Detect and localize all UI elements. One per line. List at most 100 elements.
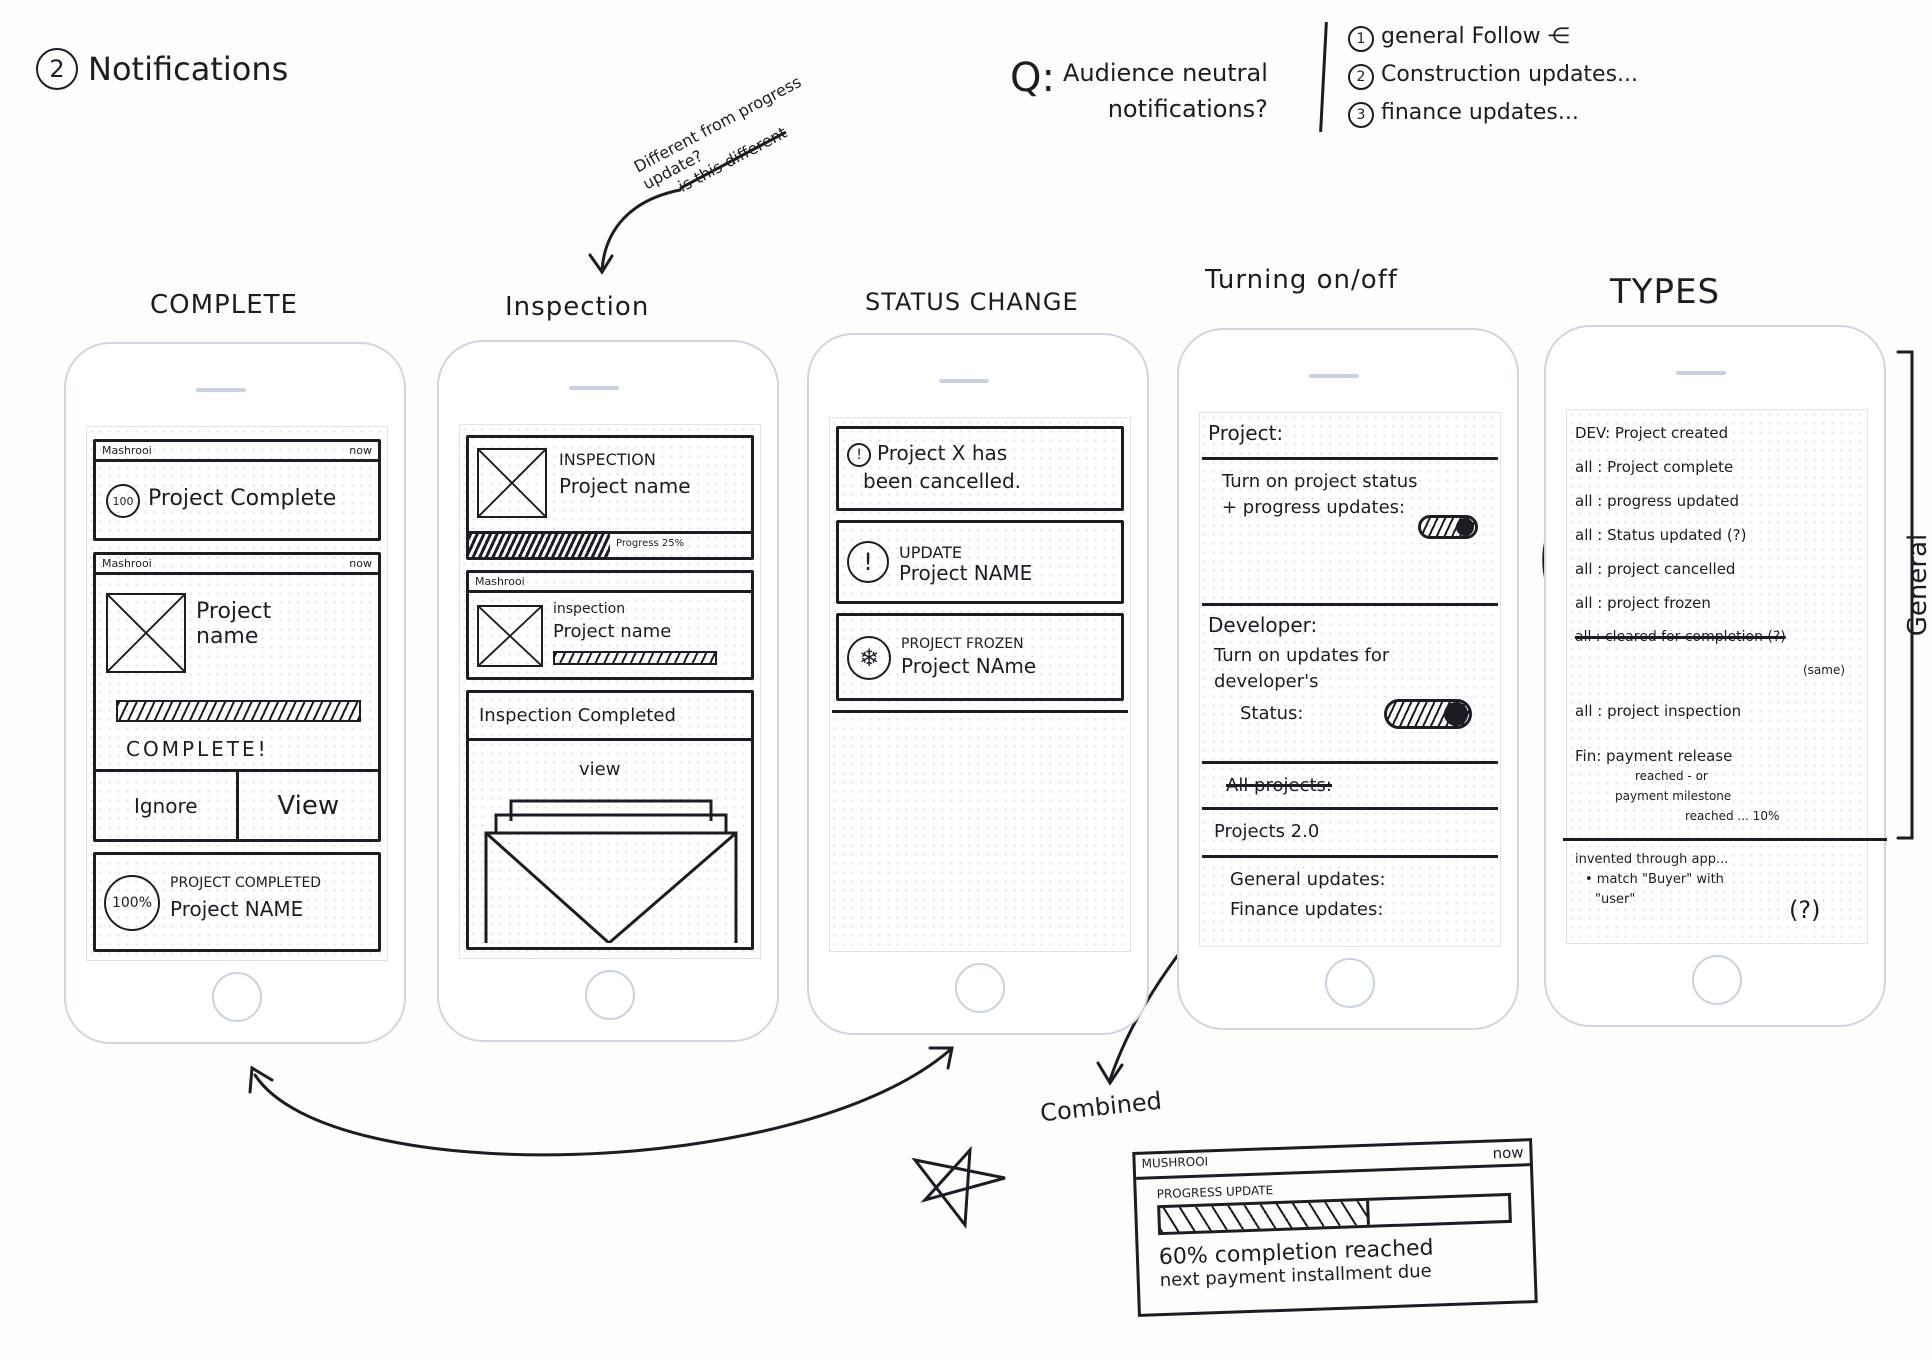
general-updates-label[interactable]: General updates: [1230, 869, 1386, 890]
footer-line: invented through app... [1575, 852, 1729, 867]
audience-item: 1 general Follow ⋲ [1348, 18, 1638, 56]
fin-line: Fin: payment release [1575, 747, 1733, 765]
phone-complete: Mashrooi now 100 Project Complete Mashroo… [64, 342, 406, 1044]
progress-label: Progress 25% [616, 538, 685, 549]
screen: INSPECTION Project name Progress 25% Mas… [459, 424, 761, 959]
section-header-project: Project: [1208, 421, 1284, 445]
notification-banner[interactable]: Mashrooi now 100 Project Complete [93, 439, 381, 541]
arrow-annotation-to-inspection [600, 188, 682, 272]
home-button[interactable] [1325, 958, 1375, 1008]
notification-label: inspection [553, 601, 626, 617]
phone-inspection: INSPECTION Project name Progress 25% Mas… [437, 340, 779, 1042]
section-header-projects-2: Projects 2.0 [1214, 821, 1320, 842]
text-line: Project X has [877, 441, 1008, 465]
arrowhead-icon [248, 1065, 274, 1094]
ignore-button[interactable]: Ignore [96, 772, 239, 839]
home-button[interactable] [1692, 955, 1742, 1005]
image-placeholder-icon [106, 593, 186, 673]
type-item: all : Project complete [1575, 458, 1734, 476]
project-name: Project name [559, 474, 691, 498]
page-title-text: Notifications [88, 50, 289, 88]
cancelled-banner[interactable]: ! Project X has been cancelled. [836, 426, 1124, 511]
arrowhead-icon [1096, 1061, 1124, 1086]
notification-label: INSPECTION [559, 450, 656, 469]
audience-list: 1 general Follow ⋲ 2 Construction update… [1348, 18, 1638, 132]
footer-line: • match "Buyer" with [1585, 872, 1724, 887]
timestamp: now [1492, 1143, 1524, 1163]
timestamp: now [349, 557, 372, 570]
types-list: DEV: Project created all : Project compl… [1575, 416, 1786, 654]
frozen-banner[interactable]: ❄ PROJECT FROZEN Project NAme [836, 613, 1124, 701]
card-title: Inspection Completed [469, 693, 751, 741]
question-note: Q: Audience neutral notifications? [1010, 55, 1268, 127]
notification-label: PROJECT COMPLETED [170, 875, 322, 891]
app-name: Mashrooi [102, 444, 152, 457]
inspection-completed-card[interactable]: Inspection Completed view [466, 690, 754, 950]
progress-badge: 100 [106, 484, 140, 518]
phone-turning-on-off: Project: Turn on project status + progre… [1177, 328, 1519, 1030]
screen: DEV: Project created all : Project compl… [1563, 409, 1887, 944]
project-toggle-label: Turn on project status + progress update… [1222, 471, 1418, 518]
footer-question: (?) [1789, 896, 1821, 924]
phone-title-types: TYPES [1610, 272, 1721, 312]
type-item: all : project inspection [1575, 702, 1742, 720]
home-button[interactable] [585, 970, 635, 1020]
arrowhead-icon [928, 1046, 954, 1070]
phone-types: DEV: Project created all : Project compl… [1544, 325, 1887, 1027]
question-prefix: Q: [1010, 55, 1055, 101]
finance-updates-label[interactable]: Finance updates: [1230, 899, 1384, 920]
project-name: Project name [553, 621, 672, 642]
progress-fill [469, 534, 610, 557]
audience-item: 2 Construction updates... [1348, 56, 1638, 94]
notification-label: PROJECT FROZEN [901, 636, 1024, 652]
update-banner[interactable]: ! UPDATE Project NAME [836, 520, 1124, 604]
alert-icon: ! [847, 541, 889, 583]
divider [1202, 457, 1498, 460]
fin-line: payment milestone [1615, 789, 1732, 803]
project-updates-toggle[interactable] [1418, 515, 1478, 539]
fin-line: reached ... 10% [1685, 809, 1780, 823]
type-item: DEV: Project created [1575, 424, 1729, 442]
image-placeholder-icon [477, 448, 547, 518]
inspection-notification[interactable]: Mashrooi inspection Project name [466, 570, 754, 680]
progress-bar: Progress 25% [469, 531, 751, 557]
progress-fill [1160, 1200, 1370, 1233]
phone-title-inspection: Inspection [505, 292, 650, 322]
developer-updates-toggle[interactable] [1384, 699, 1472, 729]
notification-banner-completed[interactable]: 100% PROJECT COMPLETED Project NAME [93, 852, 381, 952]
home-button[interactable] [955, 963, 1005, 1013]
divider [1202, 855, 1498, 858]
audience-item: 3 finance updates... [1348, 94, 1638, 132]
notification-text: Project Complete [148, 486, 337, 511]
image-placeholder-icon [477, 605, 543, 667]
type-item: all : project cancelled [1575, 560, 1736, 578]
audience-item-label: finance updates... [1381, 100, 1579, 125]
notification-label: UPDATE [899, 543, 962, 562]
app-name: Mashrooi [102, 557, 152, 570]
section-header-developer: Developer: [1208, 613, 1318, 637]
section-number: 2 [36, 48, 78, 90]
view-link[interactable]: view [579, 759, 621, 780]
alert-icon: ! [847, 443, 871, 467]
screen: ! Project X has been cancelled. ! UPDATE… [829, 417, 1131, 952]
divider [1563, 838, 1887, 841]
phone-status-change: ! Project X has been cancelled. ! UPDATE… [807, 333, 1149, 1035]
speaker [569, 386, 619, 390]
divider [1202, 603, 1498, 606]
arrowhead-icon [588, 253, 614, 275]
timestamp: now [349, 444, 372, 457]
screen: Mashrooi now 100 Project Complete Mashroo… [86, 426, 388, 961]
app-name: Mashrooi [475, 575, 525, 588]
app-name: MUSHROOI [1141, 1154, 1209, 1171]
inspection-banner[interactable]: INSPECTION Project name Progress 25% [466, 435, 754, 560]
general-bracket [1896, 350, 1914, 840]
envelope-icon [484, 799, 738, 943]
general-bracket-label: General [1903, 533, 1932, 637]
project-name: Project NAME [170, 897, 304, 921]
type-item: all : project frozen [1575, 594, 1711, 612]
project-name: Project name [196, 599, 272, 649]
home-button[interactable] [212, 972, 262, 1022]
view-button[interactable]: View [277, 790, 340, 821]
